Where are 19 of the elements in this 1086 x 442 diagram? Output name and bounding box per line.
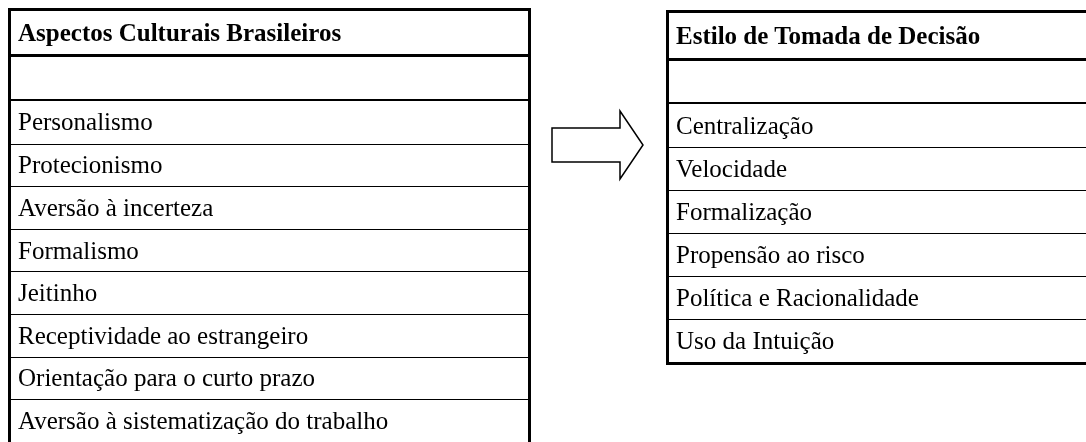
row-text: Formalismo	[18, 236, 139, 265]
table-heading: Estilo de Tomada de Decisão	[676, 21, 981, 50]
row-text: Velocidade	[676, 155, 788, 183]
row-text: Receptividade ao estrangeiro	[18, 321, 309, 350]
row-text: Protecionismo	[18, 151, 163, 180]
table-box	[666, 10, 1086, 365]
row-text: Jeitinho	[18, 279, 98, 308]
row-text: Uso da Intuição	[676, 327, 835, 355]
row-text: Orientação para o curto prazo	[18, 364, 316, 393]
row-text: Formalização	[676, 198, 813, 226]
row-text: Centralização	[676, 111, 814, 140]
table-heading: Aspectos Culturais Brasileiros	[18, 18, 342, 47]
row-text: Propensão ao risco	[676, 241, 865, 269]
block-arrow	[551, 108, 644, 182]
table-box	[8, 8, 531, 442]
row-text: Personalismo	[18, 108, 153, 137]
row-text: Aversão à incerteza	[18, 194, 214, 222]
row-text: Aversão à sistematização do trabalho	[18, 406, 389, 435]
row-text: Política e Racionalidade	[676, 284, 919, 312]
